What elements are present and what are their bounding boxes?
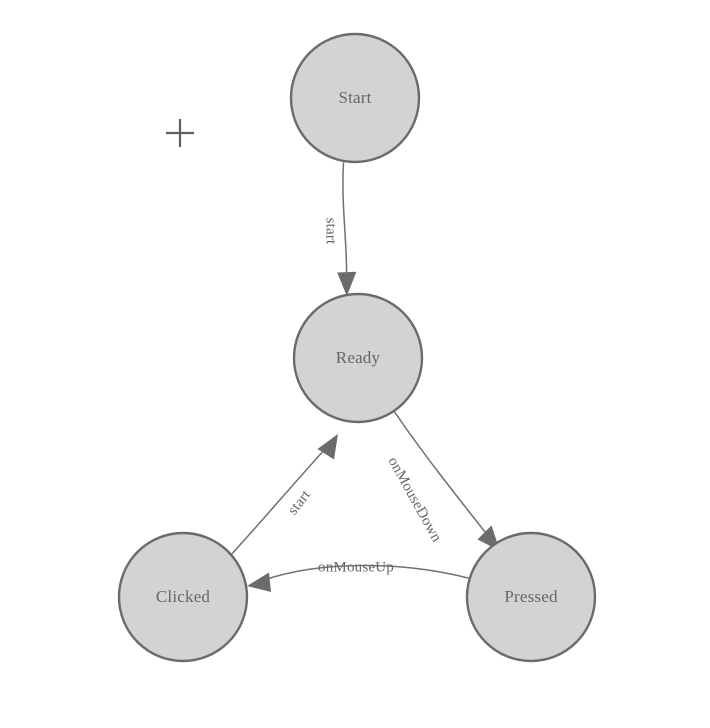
node-label-pressed: Pressed — [504, 587, 558, 606]
edge-label-pressed-to-clicked: onMouseUp — [318, 559, 394, 575]
node-circle-pressed[interactable] — [465, 531, 597, 663]
arrowhead-clicked-to-ready — [317, 434, 338, 460]
node-label-start: Start — [338, 88, 371, 107]
node-label-ready: Ready — [336, 348, 381, 367]
node-ready[interactable]: Ready — [292, 292, 424, 424]
node-label-clicked: Clicked — [156, 587, 211, 606]
edge-ready-to-pressed[interactable]: onMouseDown — [385, 410, 500, 551]
arrowhead-pressed-to-clicked — [247, 572, 271, 592]
edge-path-clicked-to-ready[interactable] — [228, 447, 327, 558]
edge-path-start-to-ready[interactable] — [342, 162, 348, 279]
node-circle-ready[interactable] — [292, 292, 424, 424]
node-start[interactable]: Start — [289, 32, 421, 164]
node-clicked[interactable]: Clicked — [117, 531, 249, 663]
edge-pressed-to-clicked[interactable]: onMouseUp — [247, 559, 469, 592]
arrowhead-start-to-ready — [337, 271, 357, 296]
node-circle-start[interactable] — [289, 32, 421, 164]
edge-clicked-to-ready[interactable]: start — [228, 434, 338, 558]
edge-path-ready-to-pressed[interactable] — [393, 410, 490, 538]
crosshair-icon — [166, 119, 194, 147]
node-circle-clicked[interactable] — [117, 531, 249, 663]
edge-path-pressed-to-clicked[interactable] — [263, 564, 469, 581]
node-pressed[interactable]: Pressed — [465, 531, 597, 663]
edge-label-clicked-to-ready: start — [285, 487, 315, 518]
edge-start-to-ready[interactable]: start — [323, 162, 357, 296]
edge-label-start-to-ready: start — [323, 218, 339, 245]
